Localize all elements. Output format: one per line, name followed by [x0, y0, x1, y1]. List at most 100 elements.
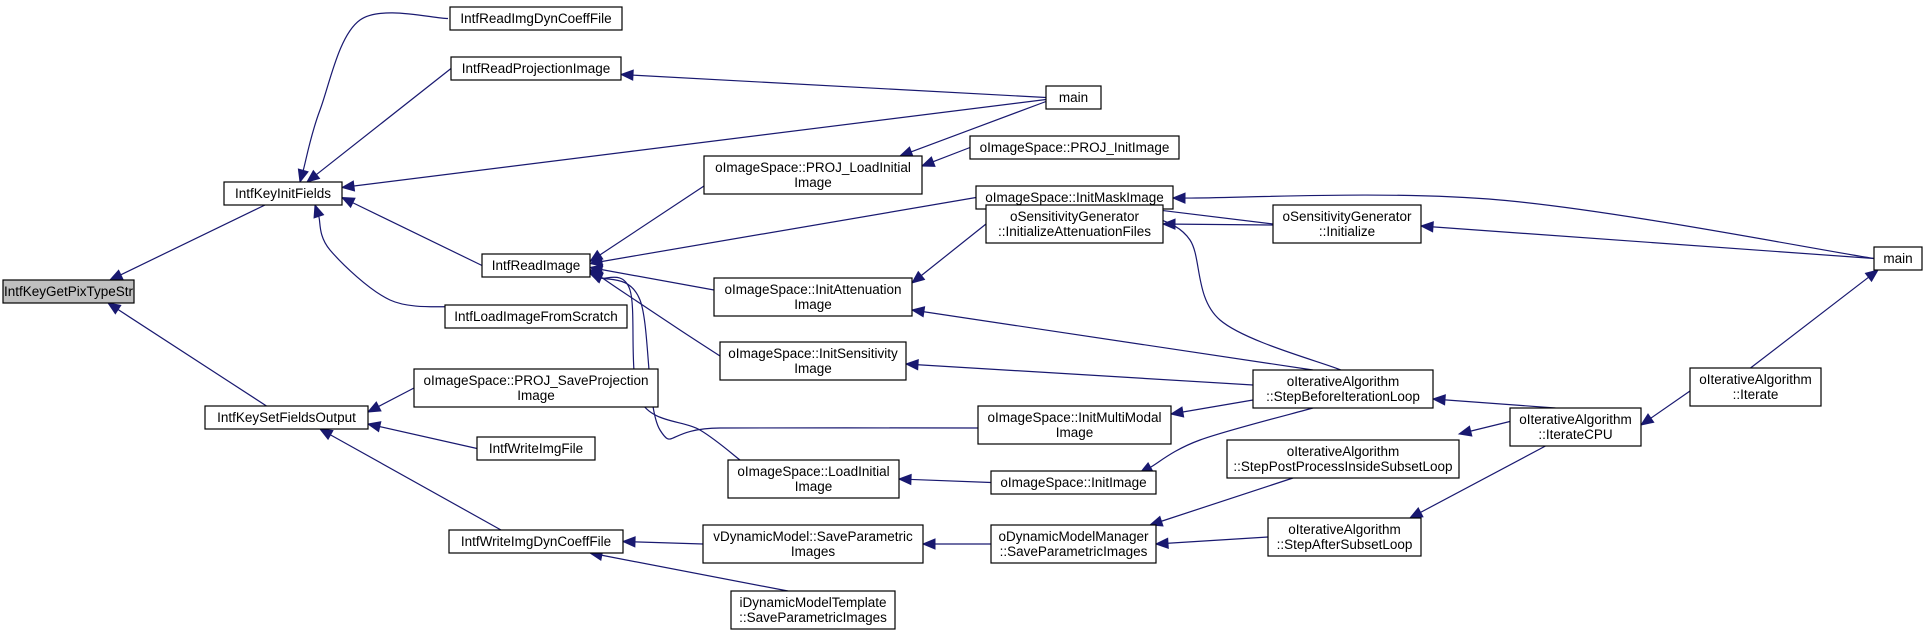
node-label: oIterativeAlgorithm	[1699, 372, 1812, 387]
node-box[interactable]	[730, 590, 896, 630]
node-label: oImageSpace::LoadInitial	[737, 464, 889, 479]
node-box[interactable]	[448, 529, 624, 554]
node-box[interactable]	[969, 135, 1180, 160]
node-box[interactable]	[2, 279, 135, 304]
node-box[interactable]	[449, 6, 623, 31]
graph-node[interactable]: oIterativeAlgorithm::StepBeforeIteration…	[1252, 369, 1434, 409]
edge-n24-to-n15	[1169, 399, 1254, 418]
arrowhead-icon	[1169, 406, 1185, 418]
node-box[interactable]	[702, 524, 924, 564]
node-label: Image	[794, 297, 832, 312]
node-label: oSensitivityGenerator	[1282, 209, 1412, 224]
node-label: oSensitivityGenerator	[1010, 209, 1140, 224]
node-box[interactable]	[1267, 517, 1422, 557]
graph-node[interactable]: IntfReadImage	[481, 253, 591, 278]
arrowhead-icon	[366, 421, 382, 433]
arrowhead-icon	[108, 269, 124, 281]
edge-line	[378, 387, 415, 407]
node-label: IntfLoadImageFromScratch	[454, 309, 618, 324]
edge-line	[1750, 276, 1869, 369]
node-box[interactable]	[204, 405, 369, 430]
node-box[interactable]	[444, 304, 628, 329]
edge-line	[1150, 407, 1314, 468]
graph-node[interactable]: oIterativeAlgorithm::StepAfterSubsetLoop	[1267, 517, 1422, 557]
arrowhead-icon	[106, 302, 122, 315]
arrowhead-icon	[921, 538, 936, 550]
node-label: oImageSpace::PROJ_LoadInitial	[715, 160, 911, 175]
graph-node[interactable]: oImageSpace::InitImage	[990, 470, 1157, 495]
graph-node[interactable]: IntfWriteImgFile	[476, 436, 596, 461]
node-layer: IntfKeyGetPixTypeStrIntfKeyInitFieldsInt…	[2, 6, 1923, 630]
node-box[interactable]	[719, 341, 907, 381]
graph-node[interactable]: main	[1045, 85, 1102, 110]
edge-n10-to-n1	[340, 98, 1047, 192]
graph-node[interactable]: oIterativeAlgorithm::Iterate	[1689, 367, 1822, 407]
arrowhead-icon	[366, 401, 382, 413]
node-box[interactable]	[977, 405, 1172, 445]
graph-node[interactable]: IntfReadImgDynCoeffFile	[449, 6, 623, 31]
graph-node[interactable]: oSensitivityGenerator::Initialize	[1272, 204, 1422, 244]
graph-node[interactable]: IntfKeySetFieldsOutput	[204, 405, 369, 430]
node-box[interactable]	[223, 181, 343, 206]
node-box[interactable]	[985, 204, 1164, 244]
node-box[interactable]	[1045, 85, 1102, 110]
graph-node[interactable]: main	[1873, 246, 1923, 271]
graph-node[interactable]: oSensitivityGenerator::InitializeAttenua…	[985, 204, 1164, 244]
node-box[interactable]	[450, 56, 622, 81]
graph-node[interactable]: oIterativeAlgorithm::IterateCPU	[1509, 407, 1642, 447]
edge-n3-to-n1	[297, 12, 449, 184]
graph-node[interactable]: oImageSpace::InitMaskImage	[975, 185, 1174, 210]
edge-line	[1444, 399, 1556, 409]
graph-node[interactable]: oIterativeAlgorithm::StepPostProcessInsi…	[1226, 439, 1460, 479]
edge-n29-to-n12	[1171, 192, 1875, 260]
node-box[interactable]	[476, 436, 596, 461]
graph-node[interactable]: vDynamicModel::SaveParametricImages	[702, 524, 924, 564]
arrowhead-icon	[588, 255, 604, 268]
graph-node[interactable]: oDynamicModelManager::SaveParametricImag…	[990, 524, 1157, 564]
edge-line	[1161, 477, 1294, 522]
graph-node[interactable]: IntfKeyInitFields	[223, 181, 343, 206]
node-label: ::StepPostProcessInsideSubsetLoop	[1233, 459, 1452, 474]
node-box[interactable]	[1873, 246, 1923, 271]
node-box[interactable]	[1509, 407, 1642, 447]
node-label: vDynamicModel::SaveParametric	[713, 529, 913, 544]
node-label: iDynamicModelTemplate	[739, 595, 886, 610]
edge-n1-to-n0	[108, 204, 266, 281]
graph-node[interactable]: oImageSpace::PROJ_InitImage	[969, 135, 1180, 160]
graph-node[interactable]: IntfReadProjectionImage	[450, 56, 622, 81]
node-box[interactable]	[990, 470, 1157, 495]
edge-line	[318, 216, 454, 308]
node-box[interactable]	[413, 368, 659, 408]
edge-n24-to-n14	[904, 359, 1254, 386]
graph-node[interactable]: IntfKeyGetPixTypeStr	[2, 279, 135, 304]
graph-node[interactable]: IntfWriteImgDynCoeffFile	[448, 529, 624, 554]
node-label: oDynamicModelManager	[998, 529, 1149, 544]
node-box[interactable]	[1272, 204, 1422, 244]
node-label: IntfWriteImgDynCoeffFile	[461, 534, 611, 549]
edge-line	[1432, 226, 1875, 260]
node-box[interactable]	[1689, 367, 1822, 407]
graph-node[interactable]: iDynamicModelTemplate::SaveParametricIma…	[730, 590, 896, 630]
node-box[interactable]	[1252, 369, 1434, 409]
graph-node[interactable]: IntfLoadImageFromScratch	[444, 304, 628, 329]
node-box[interactable]	[727, 459, 900, 499]
node-label: IntfReadImgDynCoeffFile	[460, 11, 611, 26]
edge-line	[599, 185, 705, 256]
node-box[interactable]	[703, 155, 923, 195]
edge-line	[1184, 194, 1875, 260]
node-box[interactable]	[713, 277, 913, 317]
edge-line	[1161, 209, 1274, 225]
node-box[interactable]	[481, 253, 591, 278]
edge-n4-to-n1	[305, 68, 452, 183]
edge-n7-to-n2	[366, 387, 415, 413]
node-box[interactable]	[990, 524, 1157, 564]
node-label: IntfKeySetFieldsOutput	[217, 410, 356, 425]
node-box[interactable]	[1226, 439, 1460, 479]
